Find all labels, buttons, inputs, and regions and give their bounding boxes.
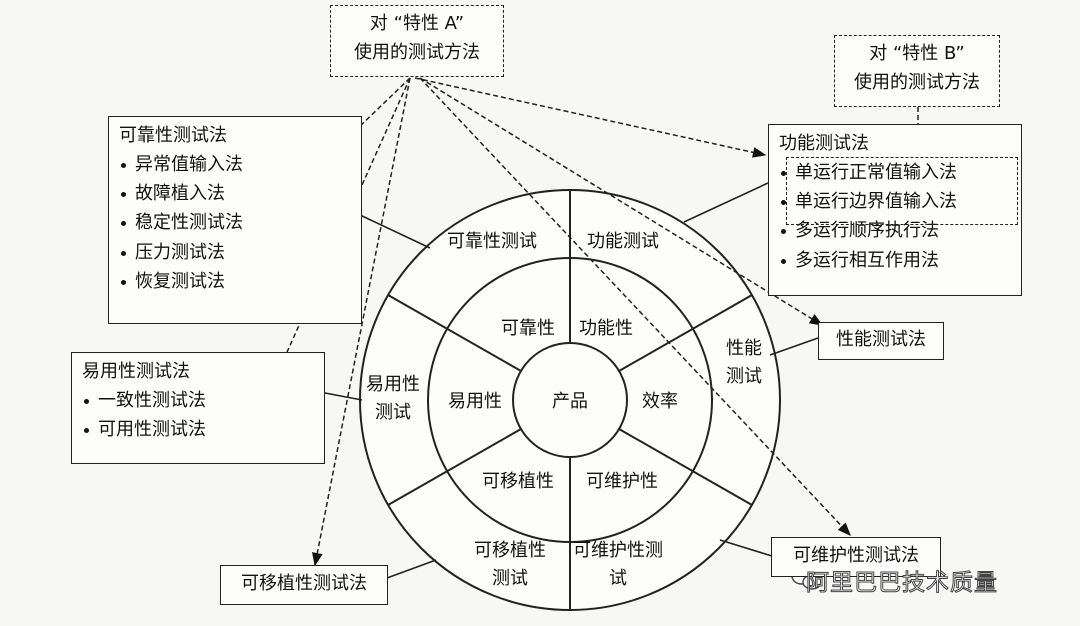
outer-usability-test: 易用性测试	[357, 371, 429, 427]
outer-functional-test: 功能测试	[587, 231, 659, 252]
list-item: 单运行正常值输入法	[779, 158, 1011, 187]
watermark-spacer	[770, 567, 800, 593]
maintainability-test-box: 可维护性测试法	[771, 537, 941, 577]
functional-test-box: 功能测试法 单运行正常值输入法 单运行边界值输入法 多运行顺序执行法 多运行相互…	[768, 124, 1022, 296]
reliability-test-list: 异常值输入法 故障植入法 稳定性测试法 压力测试法 恢复测试法	[119, 150, 351, 296]
functional-test-title: 功能测试法	[779, 133, 869, 154]
outer-performance-test: 性能测试	[712, 335, 776, 391]
reliability-test-box: 可靠性测试法 异常值输入法 故障植入法 稳定性测试法 压力测试法 恢复测试法	[108, 116, 362, 324]
list-item: 多运行顺序执行法	[779, 216, 1011, 245]
functional-test-list: 单运行正常值输入法 单运行边界值输入法 多运行顺序执行法 多运行相互作用法	[779, 158, 1011, 275]
box-connectors	[324, 182, 819, 579]
list-item: 一致性测试法	[82, 386, 314, 415]
list-item: 可用性测试法	[82, 415, 314, 444]
inner-maintainability: 可维护性	[586, 471, 658, 492]
callout-a-arrows	[269, 77, 851, 567]
performance-test-title: 性能测试法	[836, 329, 926, 350]
usability-test-list: 一致性测试法 可用性测试法	[82, 386, 314, 444]
list-item: 压力测试法	[119, 238, 351, 267]
inner-reliability: 可靠性	[501, 318, 555, 339]
performance-test-box: 性能测试法	[818, 322, 944, 360]
callout-a-line2: 使用的测试方法	[354, 41, 480, 63]
feature-b-highlight	[786, 157, 1018, 225]
inner-functionality: 功能性	[579, 318, 633, 339]
usability-test-box: 易用性测试法 一致性测试法 可用性测试法	[71, 352, 325, 464]
outer-reliability-test: 可靠性测试	[447, 231, 537, 252]
portability-test-box: 可移植性测试法	[220, 565, 388, 605]
portability-test-title: 可移植性测试法	[241, 573, 367, 594]
inner-usability: 易用性	[448, 391, 502, 412]
list-item: 稳定性测试法	[119, 208, 351, 237]
list-item: 故障植入法	[119, 179, 351, 208]
list-item: 单运行边界值输入法	[779, 187, 1011, 216]
center-label: 产品	[552, 391, 588, 412]
callout-b: 对 “特性 B” 使用的测试方法	[834, 35, 1000, 107]
outer-portability-test: 可移植性测试	[470, 537, 550, 593]
outer-portability-test-text: 可移植性测试	[474, 540, 546, 589]
outer-maintainability-test-text: 可维护性测试	[573, 540, 663, 589]
watermark-text: 阿里巴巴技术质量	[806, 570, 998, 597]
callout-b-line2: 使用的测试方法	[854, 71, 980, 93]
inner-efficiency: 效率	[642, 391, 678, 412]
watermark: 阿里巴巴技术质量	[770, 563, 998, 597]
callout-b-line1: 对 “特性 B”	[869, 43, 965, 64]
maintainability-test-title: 可维护性测试法	[793, 545, 919, 566]
usability-test-title: 易用性测试法	[82, 361, 190, 382]
list-item: 多运行相互作用法	[779, 246, 1011, 275]
outer-usability-test-text: 易用性测试	[366, 374, 420, 423]
reliability-test-title: 可靠性测试法	[119, 125, 227, 146]
outer-maintainability-test: 可维护性测试	[570, 537, 666, 593]
outer-performance-test-text: 性能测试	[726, 338, 762, 387]
callout-a: 对 “特性 A” 使用的测试方法	[330, 5, 504, 77]
list-item: 恢复测试法	[119, 267, 351, 296]
callout-a-line1: 对 “特性 A”	[369, 13, 465, 34]
inner-portability: 可移植性	[482, 471, 554, 492]
list-item: 异常值输入法	[119, 150, 351, 179]
wheel-spokes	[387, 190, 753, 610]
